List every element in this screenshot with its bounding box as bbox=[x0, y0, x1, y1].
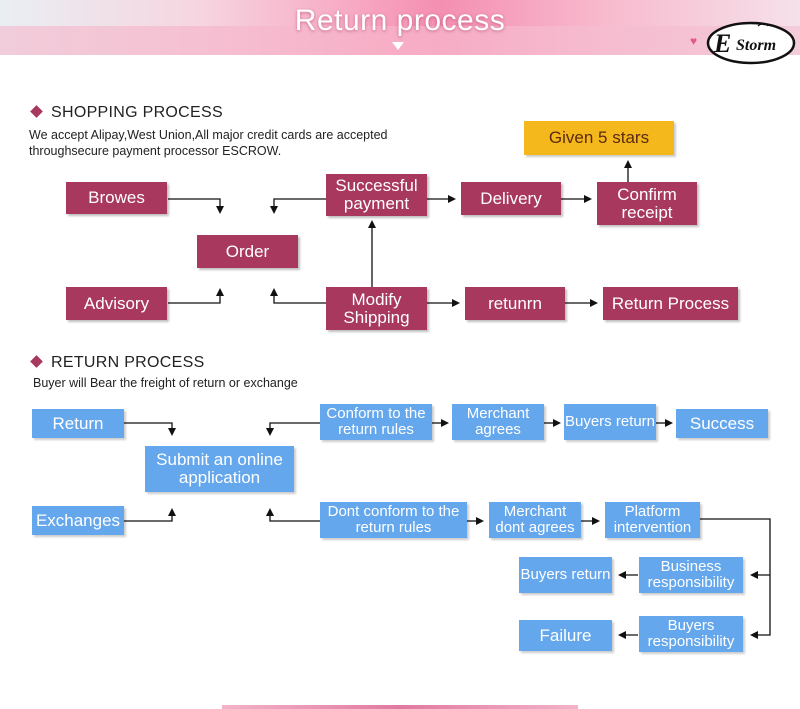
estorm-logo: E Storm bbox=[706, 21, 796, 65]
node-confirm-receipt: Confirm receipt bbox=[597, 182, 697, 225]
svg-text:Storm: Storm bbox=[736, 37, 776, 54]
shopping-desc-line1: We accept Alipay,West Union,All major cr… bbox=[29, 128, 388, 142]
node-merchant-agrees: Merchant agrees bbox=[452, 404, 544, 440]
chevron-down-icon bbox=[392, 42, 404, 50]
node-return: Return bbox=[32, 409, 124, 438]
node-given-5-stars: Given 5 stars bbox=[524, 121, 674, 155]
return-title-text: RETURN PROCESS bbox=[51, 354, 205, 371]
node-merchant-dont-agrees: Merchant dont agrees bbox=[489, 502, 581, 538]
node-order: Order bbox=[197, 235, 298, 268]
node-submit-application: Submit an online application bbox=[145, 446, 294, 492]
return-description: Buyer will Bear the freight of return or… bbox=[33, 375, 298, 391]
node-successful-payment: Successful payment bbox=[326, 174, 427, 216]
node-dont-conform: Dont conform to the return rules bbox=[320, 502, 467, 538]
return-section-title: RETURN PROCESS bbox=[30, 354, 205, 372]
node-buyers-return-bottom: Buyers return bbox=[519, 557, 612, 593]
heart-icon: ♥ bbox=[690, 34, 698, 48]
node-buyers-responsibility: Buyers responsibility bbox=[639, 616, 743, 652]
node-exchanges: Exchanges bbox=[32, 506, 124, 535]
node-return-process: Return Process bbox=[603, 287, 738, 320]
node-advisory: Advisory bbox=[66, 287, 167, 320]
banner-stripe bbox=[0, 26, 800, 55]
node-failure: Failure bbox=[519, 620, 612, 651]
node-success: Success bbox=[676, 409, 768, 438]
node-retunrn: retunrn bbox=[465, 287, 565, 320]
page-title: Return process bbox=[294, 4, 506, 37]
node-conform-rules: Conform to the return rules bbox=[320, 404, 432, 440]
shopping-section-title: SHOPPING PROCESS bbox=[30, 104, 223, 122]
node-delivery: Delivery bbox=[461, 182, 561, 215]
node-modify-shipping: Modify Shipping bbox=[326, 287, 427, 330]
shopping-description: We accept Alipay,West Union,All major cr… bbox=[29, 127, 388, 159]
shopping-title-text: SHOPPING PROCESS bbox=[51, 104, 223, 121]
return-desc-line1: Buyer will Bear the freight of return or… bbox=[33, 376, 298, 390]
svg-text:E: E bbox=[713, 29, 731, 58]
bottom-divider bbox=[222, 705, 578, 709]
node-buyers-return-top: Buyers return bbox=[564, 404, 656, 440]
node-business-responsibility: Business responsibility bbox=[639, 557, 743, 593]
shopping-desc-line2: throughsecure payment processor ESCROW. bbox=[29, 144, 282, 158]
banner: Return process ♥ bbox=[0, 0, 800, 55]
node-browes: Browes bbox=[66, 182, 167, 214]
node-platform-intervention: Platform intervention bbox=[605, 502, 700, 538]
diamond-icon bbox=[30, 355, 43, 368]
